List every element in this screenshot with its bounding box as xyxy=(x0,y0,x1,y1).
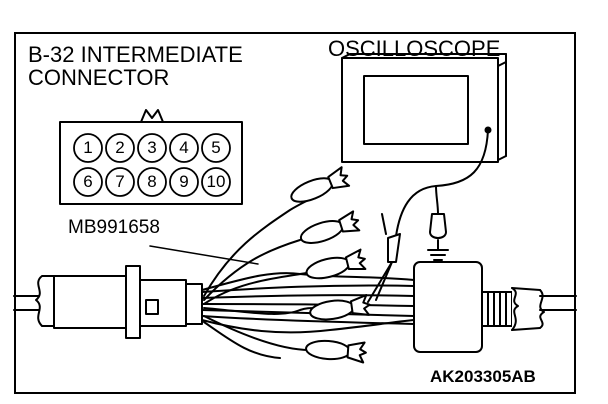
left-connector-body-icon xyxy=(53,265,203,339)
pin-label: 3 xyxy=(147,138,157,157)
special-tool-label: MB991658 xyxy=(68,217,160,238)
pin-label: 5 xyxy=(211,138,221,157)
connector-title-line1: B-32 INTERMEDIATE xyxy=(28,42,243,67)
oscilloscope-label: OSCILLOSCOPE xyxy=(328,36,501,61)
connector-face-icon xyxy=(59,109,243,205)
pin-label: 4 xyxy=(179,138,189,157)
diagram-frame xyxy=(14,32,576,394)
figure-code-label: AK203305AB xyxy=(430,367,536,386)
left-cable-end-icon xyxy=(35,275,55,327)
harness-wires xyxy=(13,295,577,311)
pin-label: 9 xyxy=(179,172,189,191)
alligator-clip-icons xyxy=(290,166,371,364)
connector-title-line2: CONNECTOR xyxy=(28,65,170,90)
pin-label: 6 xyxy=(83,172,93,191)
right-connector-body-icon xyxy=(413,261,545,353)
pin-label: 7 xyxy=(115,172,125,191)
pin-label: 1 xyxy=(83,138,93,157)
pin-label: 2 xyxy=(115,138,125,157)
oscilloscope-icon xyxy=(341,53,507,163)
pin-label: 8 xyxy=(147,172,157,191)
special-tool-leader-line xyxy=(149,245,259,265)
ground-clip-icon xyxy=(427,185,449,261)
pin-label: 10 xyxy=(206,172,226,191)
